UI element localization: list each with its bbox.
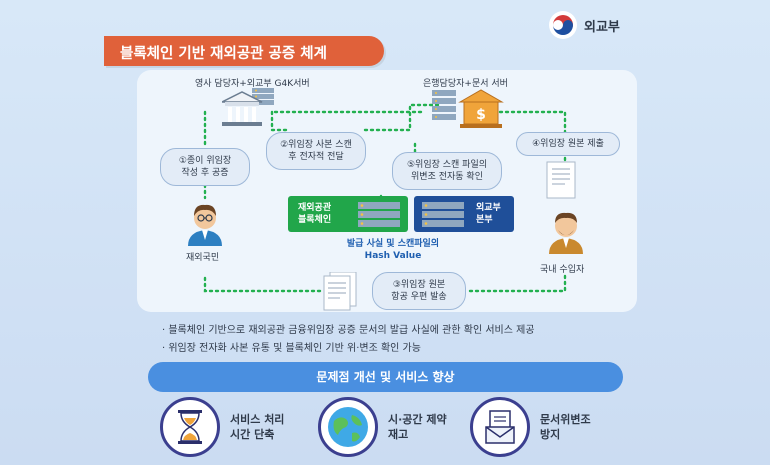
connector-consul-step2 bbox=[270, 110, 290, 132]
benefit-time-line2: 시간 단축 bbox=[230, 428, 275, 441]
bullet-item: · 위임장 전자화 사본 유통 및 블록체인 기반 위·변조 확인 가능 bbox=[162, 343, 421, 354]
connector-bank-step4 bbox=[498, 110, 567, 135]
bank-server-icon: $ bbox=[432, 88, 504, 134]
chain-mission-text: 재외공관 블록체인 bbox=[288, 202, 356, 226]
chain-mission-chip: 재외공관 블록체인 bbox=[288, 196, 408, 232]
citizen-label: 재외국민 bbox=[186, 253, 220, 263]
connector-step2-bank bbox=[363, 103, 442, 132]
mofa-logo: 외교부 bbox=[548, 10, 620, 40]
benefit-time-text: 서비스 처리 시간 단축 bbox=[230, 412, 284, 442]
globe-icon bbox=[318, 397, 378, 457]
document-icon bbox=[545, 160, 579, 204]
hash-caption-line2: Hash Value bbox=[364, 251, 422, 261]
benefit-space-text: 시·공간 제약 재고 bbox=[388, 412, 447, 442]
summary-bullets: · 블록체인 기반으로 재외공관 금융위임장 공증 문서의 발급 사실에 관한 … bbox=[162, 322, 535, 358]
importer-label: 국내 수입자 bbox=[540, 265, 585, 275]
logo-org-name: 외교부 bbox=[584, 19, 620, 35]
chain-mofa-chip: 외교부 본부 bbox=[414, 196, 514, 232]
chain-mission-line1: 재외공관 bbox=[298, 203, 332, 213]
step1-line1: ①종이 위임장 bbox=[178, 156, 232, 166]
improvement-bar: 문제점 개선 및 서비스 향상 bbox=[148, 362, 623, 392]
taegeuk-emblem-icon bbox=[549, 11, 577, 39]
hash-caption: 발급 사실 및 스캔파일의 Hash Value bbox=[333, 238, 453, 262]
chain-mofa-line1: 외교부 bbox=[476, 203, 501, 213]
benefit-space: 시·공간 제약 재고 bbox=[318, 397, 447, 457]
bank-server-label: 은행담당자+문서 서버 bbox=[423, 79, 508, 89]
benefit-space-line2: 재고 bbox=[388, 428, 409, 441]
title-banner: 블록체인 기반 재외공관 공증 체계 bbox=[104, 36, 384, 66]
server-rack-icon bbox=[358, 202, 400, 227]
step1-line2: 작성 후 공증 bbox=[181, 168, 229, 178]
step3-line2: 항공 우편 발송 bbox=[391, 292, 447, 302]
step1-bubble: ①종이 위임장 작성 후 공증 bbox=[160, 148, 250, 186]
benefit-time: 서비스 처리 시간 단축 bbox=[160, 397, 284, 457]
consul-server-label: 영사 담당자+외교부 G4K서버 bbox=[195, 79, 310, 89]
document-mail-icon bbox=[470, 397, 530, 457]
importer-avatar-icon bbox=[543, 208, 589, 258]
step4-bubble: ④위임장 원본 제출 bbox=[516, 132, 620, 156]
benefit-space-line1: 시·공간 제약 bbox=[388, 413, 447, 426]
benefit-forgery-line1: 문서위변조 bbox=[540, 413, 591, 426]
step2-bubble: ②위임장 사본 스캔 후 전자적 전달 bbox=[266, 132, 366, 170]
svg-text:$: $ bbox=[476, 107, 486, 123]
step2-line2: 후 전자적 전달 bbox=[288, 152, 344, 162]
server-rack-icon bbox=[422, 202, 464, 227]
step5-bubble: ⑤위임장 스캔 파일의 위변조 전자동 확인 bbox=[392, 152, 502, 190]
step2-line1: ②위임장 사본 스캔 bbox=[280, 140, 352, 150]
step5-line2: 위변조 전자동 확인 bbox=[411, 172, 483, 182]
benefit-time-line1: 서비스 처리 bbox=[230, 413, 285, 426]
connector-step3-importer bbox=[468, 273, 567, 293]
step3-line1: ③위임장 원본 bbox=[392, 280, 446, 290]
citizen-avatar-icon bbox=[182, 200, 228, 250]
page-title: 블록체인 기반 재외공관 공증 체계 bbox=[120, 46, 327, 62]
chain-mofa-line2: 본부 bbox=[476, 215, 493, 225]
benefit-forgery-text: 문서위변조 방지 bbox=[540, 412, 591, 442]
bullet-item: · 블록체인 기반으로 재외공관 금융위임장 공증 문서의 발급 사실에 관한 … bbox=[162, 325, 535, 336]
document-icon bbox=[322, 271, 362, 316]
benefit-forgery: 문서위변조 방지 bbox=[470, 397, 591, 457]
consul-server-icon bbox=[221, 88, 277, 132]
hash-caption-line1: 발급 사실 및 스캔파일의 bbox=[346, 239, 440, 249]
connector-citizen-doc bbox=[203, 276, 324, 293]
benefit-forgery-line2: 방지 bbox=[540, 428, 561, 441]
chain-mission-line2: 블록체인 bbox=[298, 215, 332, 225]
chain-mofa-text: 외교부 본부 bbox=[466, 202, 501, 226]
hourglass-icon bbox=[160, 397, 220, 457]
step3-bubble: ③위임장 원본 항공 우편 발송 bbox=[372, 272, 466, 310]
step5-line1: ⑤위임장 스캔 파일의 bbox=[406, 160, 488, 170]
